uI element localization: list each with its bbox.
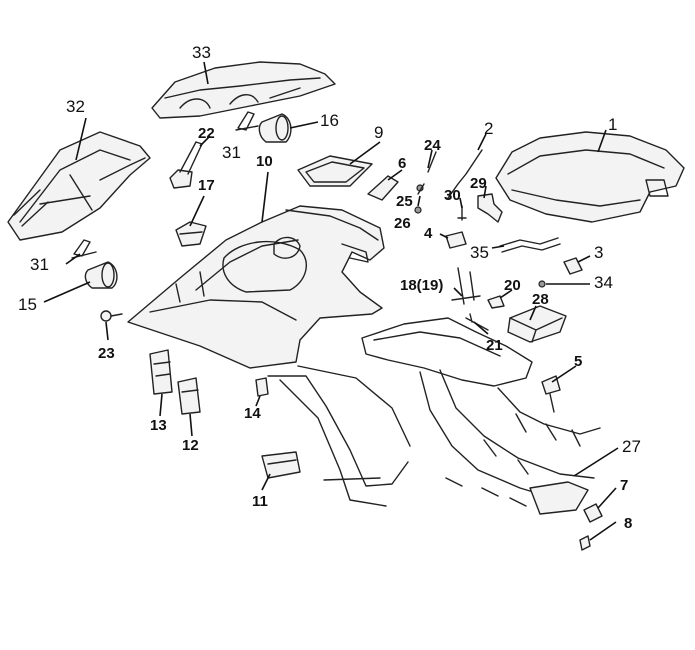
label-33: 33 (192, 43, 211, 62)
part-10-rear-fender (127, 205, 385, 369)
label-22: 22 (198, 125, 215, 142)
label-9: 9 (374, 123, 383, 142)
part-23-grommet (100, 310, 123, 322)
part-25-fastener (416, 183, 425, 195)
part-33-top-cover (151, 61, 336, 119)
label-16: 16 (320, 111, 339, 130)
label-4: 4 (424, 225, 433, 242)
label-25: 25 (396, 193, 413, 210)
part-31-bracket-top (235, 111, 259, 131)
label-17: 17 (198, 177, 215, 194)
label-28: 28 (532, 291, 549, 308)
label-32: 32 (66, 97, 85, 116)
part-7-nut (583, 503, 603, 523)
part-15-cap (84, 261, 118, 289)
label-29: 29 (470, 175, 487, 192)
part-17-bracket (175, 221, 207, 247)
part-9-cover-plate (297, 155, 373, 187)
label-18-19: 18(19) (400, 277, 443, 294)
label-3: 3 (594, 243, 603, 262)
label-10: 10 (256, 153, 273, 170)
label-5: 5 (574, 353, 582, 370)
label-20: 20 (504, 277, 521, 294)
part-21-bolt (465, 313, 489, 331)
part-20-clip (487, 295, 505, 309)
label-14: 14 (244, 405, 261, 422)
label-1: 1 (608, 115, 617, 134)
label-30: 30 (444, 187, 461, 204)
part-11-reflector (261, 451, 301, 479)
label-34: 34 (594, 273, 613, 292)
part-13-reflector (149, 349, 173, 395)
part-30-bolt (457, 205, 467, 221)
label-15: 15 (18, 295, 37, 314)
part-29-bracket (477, 193, 503, 223)
label-6: 6 (398, 155, 406, 172)
part-31-bracket-left (71, 239, 97, 259)
label-21: 21 (486, 337, 503, 354)
label-13: 13 (150, 417, 167, 434)
part-4-grommet (445, 231, 467, 249)
part-6-bracket (367, 175, 399, 201)
part-35-rail (499, 237, 561, 253)
part-labels: 32 33 1 2 24 9 16 22 31 10 17 6 25 26 30… (18, 43, 641, 532)
label-26: 26 (394, 215, 411, 232)
label-27: 27 (622, 437, 641, 456)
part-28-box (507, 305, 567, 343)
label-7: 7 (620, 477, 628, 494)
part-8-screw (579, 535, 591, 551)
label-31-top: 31 (222, 143, 241, 162)
label-2: 2 (484, 119, 493, 138)
part-24-clip (427, 151, 437, 173)
part-2-wire (447, 149, 483, 199)
part-12-reflector (177, 377, 201, 415)
part-3-nut (563, 257, 583, 275)
label-12: 12 (182, 437, 199, 454)
part-34-screw (538, 280, 546, 288)
label-8: 8 (624, 515, 632, 532)
label-23: 23 (98, 345, 115, 362)
part-5-bushing (541, 375, 561, 413)
part-16-cap (258, 113, 292, 143)
part-26-fastener (414, 206, 422, 214)
label-24: 24 (424, 137, 441, 154)
label-11: 11 (252, 493, 268, 510)
label-35: 35 (470, 243, 489, 262)
leader-lines (43, 61, 619, 541)
part-14-clip (255, 377, 269, 397)
part-18-19-bracket (451, 267, 481, 305)
label-31-left: 31 (30, 255, 49, 274)
part-27-frame (361, 317, 601, 515)
part-lower-flap (267, 365, 411, 507)
part-22-bracket (169, 141, 203, 189)
part-1-seat (495, 131, 685, 223)
